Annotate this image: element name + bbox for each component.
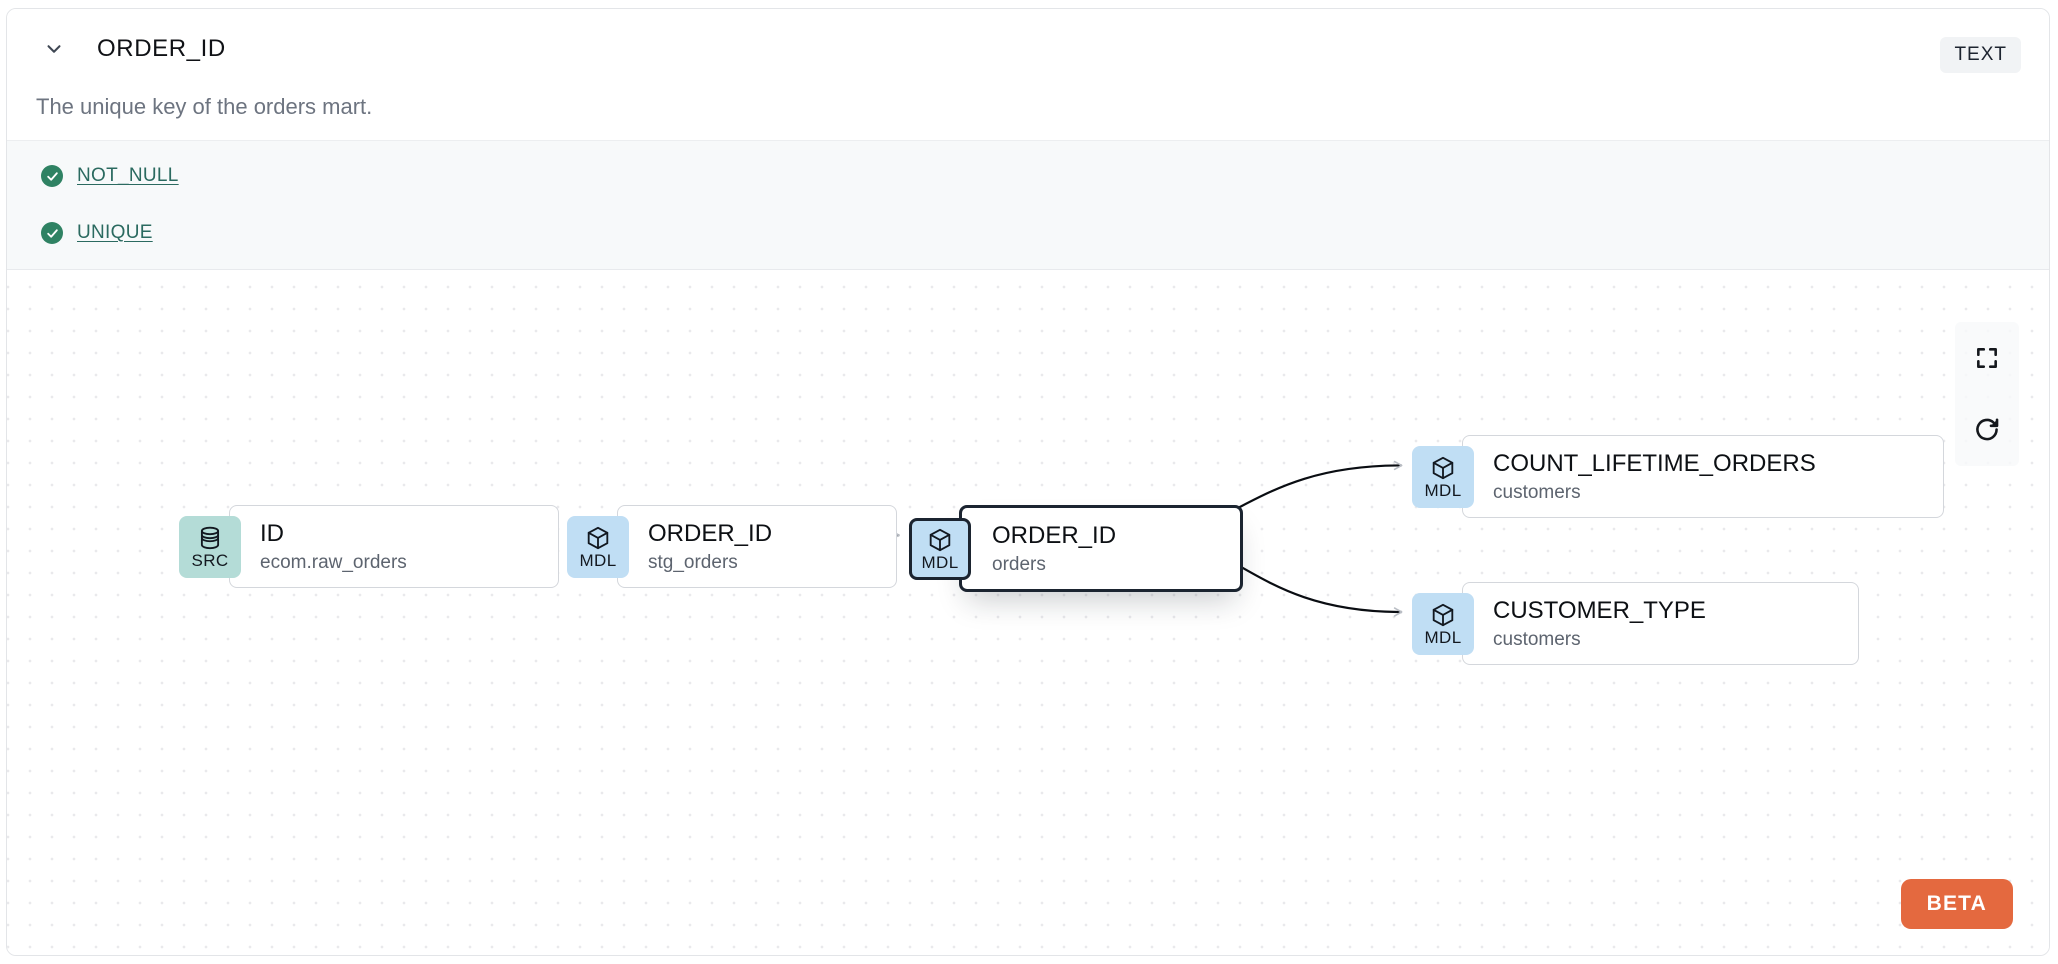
cube-icon <box>929 528 951 551</box>
node-subtitle: ecom.raw_orders <box>260 551 407 573</box>
node-name: COUNT_LIFETIME_ORDERS <box>1493 450 1816 477</box>
refresh-icon[interactable] <box>1955 394 2019 466</box>
node-kind-badge: MDL <box>1412 592 1474 655</box>
lineage-node-stg-orders[interactable]: MDL ORDER_ID stg_orders <box>567 505 897 589</box>
cube-icon <box>587 526 609 549</box>
node-subtitle: stg_orders <box>648 551 738 573</box>
node-kind-badge: MDL <box>909 517 971 580</box>
node-kind-badge: MDL <box>1412 445 1474 508</box>
node-body: ORDER_ID stg_orders <box>617 505 897 589</box>
node-body: COUNT_LIFETIME_ORDERS customers <box>1462 435 1944 519</box>
tests-section: NOT_NULL UNIQUE <box>7 140 2049 270</box>
database-icon <box>200 526 220 549</box>
test-link-label[interactable]: UNIQUE <box>77 222 153 243</box>
cube-icon <box>1432 603 1454 626</box>
node-name: ORDER_ID <box>992 522 1117 549</box>
node-body: ORDER_ID orders <box>959 505 1243 593</box>
node-name: ORDER_ID <box>648 520 773 547</box>
column-description: The unique key of the orders mart. <box>36 94 373 119</box>
lineage-node-src-id[interactable]: SRC ID ecom.raw_orders <box>179 505 559 589</box>
node-kind-label: MDL <box>921 552 959 572</box>
node-subtitle: orders <box>992 553 1046 575</box>
node-kind-label: MDL <box>1424 627 1462 647</box>
node-kind-badge: SRC <box>179 515 241 578</box>
page-title: ORDER_ID <box>97 35 226 62</box>
node-body: ID ecom.raw_orders <box>229 505 559 589</box>
check-circle-icon <box>41 222 63 244</box>
header-title-row: ORDER_ID <box>41 35 226 63</box>
node-kind-label: MDL <box>1424 480 1462 500</box>
node-kind-label: MDL <box>579 550 617 570</box>
node-kind-badge: MDL <box>567 515 629 578</box>
node-body: CUSTOMER_TYPE customers <box>1462 582 1859 666</box>
panel-header: ORDER_ID TEXT The unique key of the orde… <box>7 9 2049 148</box>
column-type-badge: TEXT <box>1940 37 2021 73</box>
lineage-node-count-lifetime-orders[interactable]: MDL COUNT_LIFETIME_ORDERS customers <box>1412 435 1944 519</box>
node-kind-label: SRC <box>191 550 229 570</box>
chevron-down-icon[interactable] <box>41 36 67 62</box>
test-item-not-null[interactable]: NOT_NULL <box>41 165 179 187</box>
test-item-unique[interactable]: UNIQUE <box>41 222 153 244</box>
lineage-node-orders-selected[interactable]: MDL ORDER_ID orders <box>909 505 1243 593</box>
lineage-graph-canvas[interactable]: SRC ID ecom.raw_orders MDL ORDER_ID stg_… <box>7 270 2049 955</box>
node-subtitle: customers <box>1493 628 1581 650</box>
test-link-label[interactable]: NOT_NULL <box>77 165 179 186</box>
node-name: ID <box>260 520 284 547</box>
node-name: CUSTOMER_TYPE <box>1493 597 1706 624</box>
column-detail-panel: ORDER_ID TEXT The unique key of the orde… <box>6 8 2050 956</box>
lineage-node-customer-type[interactable]: MDL CUSTOMER_TYPE customers <box>1412 582 1859 666</box>
cube-icon <box>1432 456 1454 479</box>
beta-badge[interactable]: BETA <box>1900 879 2013 929</box>
node-subtitle: customers <box>1493 481 1581 503</box>
fullscreen-icon[interactable] <box>1955 322 2019 394</box>
check-circle-icon <box>41 165 63 187</box>
graph-controls <box>1955 322 2019 466</box>
